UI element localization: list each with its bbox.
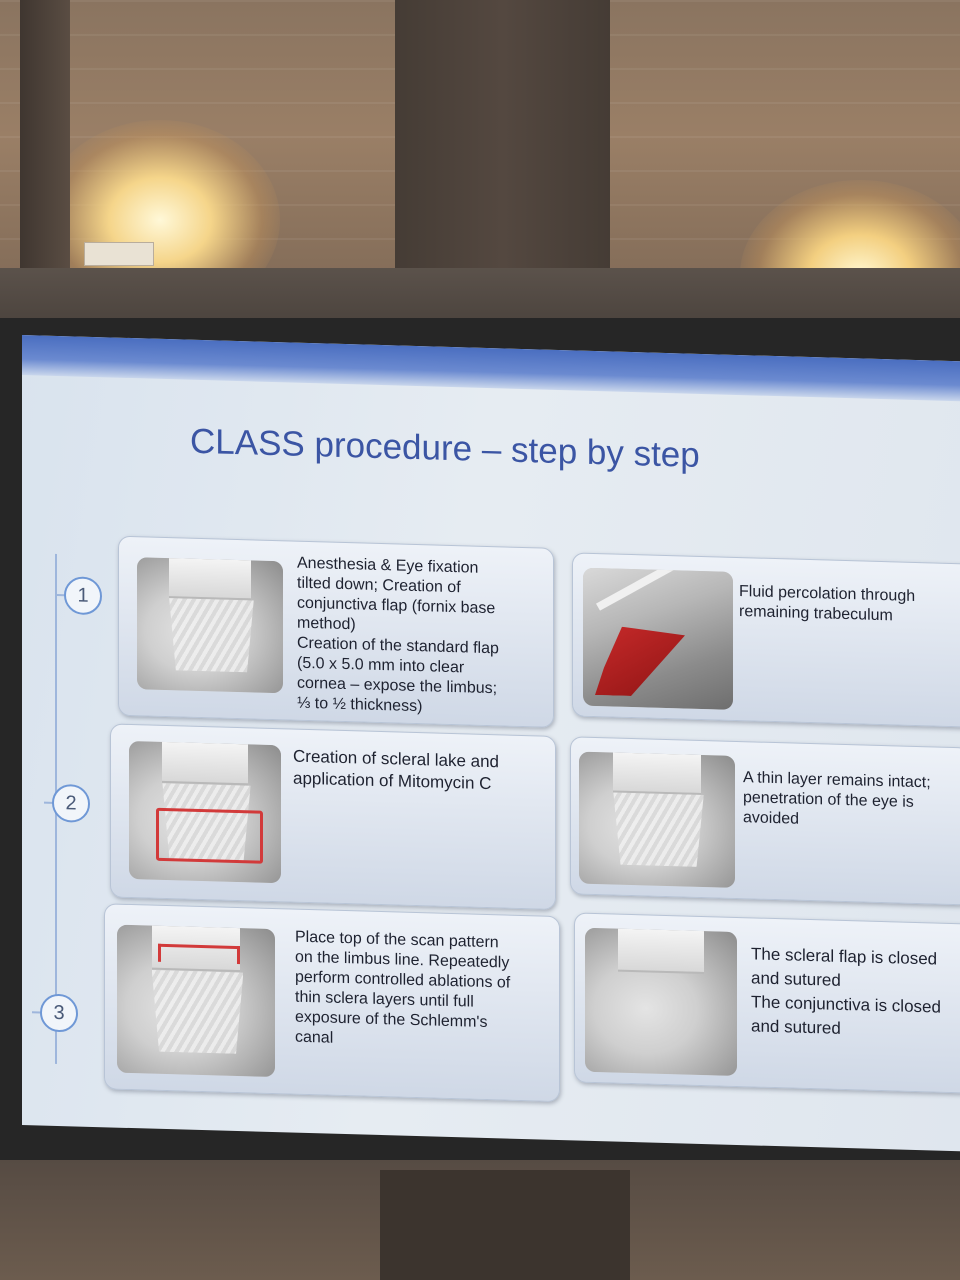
surgery-photo	[129, 740, 281, 884]
step-description: Fluid percolation through remaining trab…	[739, 583, 916, 625]
step-number-2: 2	[52, 783, 90, 823]
surgery-photo	[583, 567, 733, 710]
surgery-photo	[579, 751, 735, 888]
wall-pillar-left	[20, 0, 70, 320]
surgery-photo	[137, 557, 283, 694]
step-number-1: 1	[64, 576, 102, 616]
surgery-photo	[117, 924, 275, 1078]
slide-title: CLASS procedure – step by step	[190, 421, 700, 475]
step-card: Fluid percolation through remaining trab…	[572, 552, 960, 728]
step-card: A thin layer remains intact; penetration…	[570, 736, 960, 906]
step-description: A thin layer remains intact; penetration…	[743, 769, 931, 828]
step-card: Anesthesia & Eye fixation tilted down; C…	[118, 535, 554, 728]
presentation-slide: CLASS procedure – step by step 1 2 3 Ane…	[22, 335, 960, 1152]
lower-pillar	[380, 1170, 630, 1280]
step-card: Creation of scleral lake and application…	[110, 723, 556, 910]
wall-pillar-center	[395, 0, 610, 320]
surgery-photo	[585, 927, 737, 1076]
step-description: Creation of scleral lake and application…	[293, 746, 500, 794]
step-description: The scleral flap is closed and sutured T…	[751, 944, 941, 1038]
step-card: The scleral flap is closed and sutured T…	[574, 912, 960, 1094]
step-card: Place top of the scan pattern on the lim…	[104, 903, 560, 1103]
lamp-fixture-left	[84, 242, 154, 266]
step-number-3: 3	[40, 993, 78, 1033]
step-description: Place top of the scan pattern on the lim…	[295, 928, 511, 1047]
step-description: Anesthesia & Eye fixation tilted down; C…	[297, 554, 499, 716]
